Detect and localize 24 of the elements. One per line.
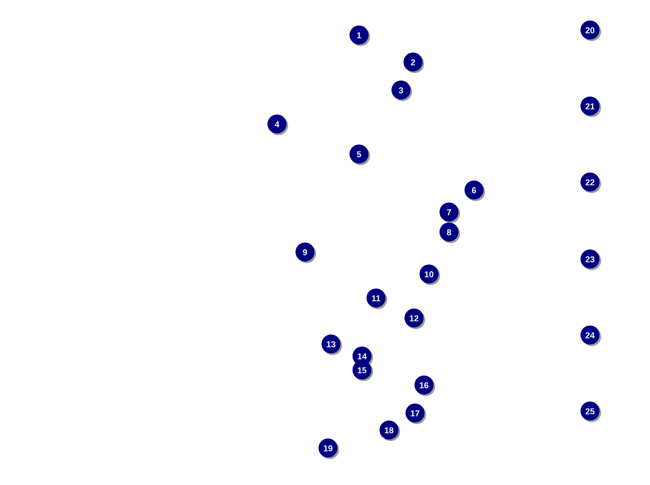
callout-number: 15 bbox=[352, 360, 374, 382]
callout-number: 16 bbox=[414, 376, 436, 396]
callout-number: 22 bbox=[580, 172, 602, 194]
callout-number: 5 bbox=[350, 144, 370, 166]
callout-number: 13 bbox=[322, 334, 342, 356]
callout-number: 6 bbox=[464, 180, 486, 202]
callout-number: 10 bbox=[420, 264, 440, 286]
callout-number: 19 bbox=[318, 438, 340, 460]
callout-number: 18 bbox=[380, 420, 400, 442]
callout-number: 20 bbox=[580, 20, 602, 42]
callout-number: 25 bbox=[580, 402, 602, 422]
callout-number: 11 bbox=[366, 288, 388, 310]
callout-number: 2 bbox=[404, 52, 424, 74]
callout-number: 12 bbox=[404, 308, 426, 330]
callout-number: 8 bbox=[440, 222, 460, 244]
callout-number: 7 bbox=[440, 202, 460, 224]
callout-number: 24 bbox=[580, 326, 602, 346]
callout-number: 9 bbox=[296, 242, 316, 264]
callout-number: 4 bbox=[268, 114, 288, 136]
callout-number: 17 bbox=[406, 404, 426, 424]
callout-number: 23 bbox=[580, 250, 602, 270]
callout-number: 3 bbox=[392, 80, 412, 102]
callout-number: 1 bbox=[350, 26, 370, 46]
callout-number: 21 bbox=[580, 96, 602, 118]
